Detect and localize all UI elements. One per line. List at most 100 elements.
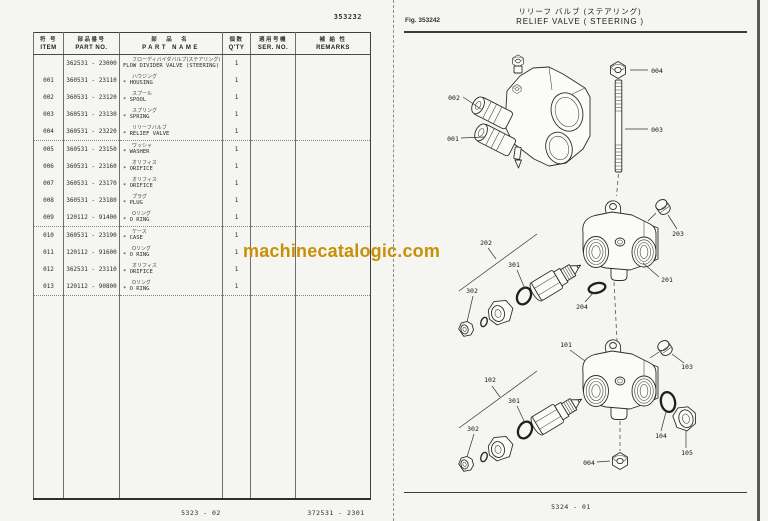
cell-qty: 1: [222, 209, 251, 227]
cell-part-no: 360531 - 23130: [63, 106, 120, 123]
cell-part-name: ワッシャ* WASHER: [119, 140, 223, 158]
parts-table: 符 号 ITEM 部品番号 PART NO. 部 品 名 PART NAME 個…: [33, 32, 371, 500]
cell-ser-no: [250, 158, 296, 175]
part-name-en: FLOW DIVIDER VALVE (STEERING): [123, 63, 220, 69]
part-name-jp: スプリング: [132, 108, 158, 114]
cell-part-name: ケース* CASE: [119, 226, 223, 244]
cell-remarks: [295, 278, 371, 296]
left-page-number: 353232: [333, 13, 362, 21]
cell-part-no: 360531 - 23160: [63, 158, 120, 175]
part-name-jp: ケース: [132, 229, 147, 235]
part-name-jp: オリフィス: [132, 177, 157, 183]
part-name-en: * O RING: [123, 217, 150, 223]
part-name-en: * SPRING: [123, 114, 150, 120]
cell-part-no: 120112 - 90800: [63, 278, 120, 296]
cell-part-name: オリフィス* ORIFICE: [119, 175, 223, 192]
cell-item: 005: [33, 140, 64, 158]
watermark: machinecatalogic.com: [243, 241, 441, 261]
fig-number: Fig. 353242: [405, 17, 441, 24]
cell-part-no: 360531 - 23170: [63, 175, 120, 192]
cell-part-no: 360531 - 23220: [63, 123, 120, 141]
cell-qty: 1: [222, 192, 251, 209]
part-callout: 302: [467, 425, 479, 433]
cell-qty: 1: [222, 226, 251, 244]
part-callout: 101: [560, 341, 572, 349]
left-footer-sheet-code: 5323 - 02: [181, 509, 221, 517]
callout-leaders: [460, 69, 687, 463]
part-callout: 001: [447, 135, 459, 143]
exploded-diagram: 0020010040032023013022042012031011031023…: [447, 54, 696, 474]
part-name-en: * CASE: [123, 235, 143, 241]
figure-title-jp: リリーフ バルブ (ステアリング): [518, 7, 642, 16]
col-header-remarks: 補 給 性 REMARKS: [295, 32, 371, 55]
cell-ser-no: [250, 106, 296, 123]
port-fitting-001: [474, 123, 516, 157]
cell-ser-no: [250, 72, 296, 89]
cell-part-name: オリフィス* ORIFICE: [119, 261, 223, 278]
part-name-en: * ORIFICE: [123, 183, 153, 189]
cell-item: 009: [33, 209, 64, 227]
part-name-en: * O RING: [123, 252, 150, 258]
cell-item: 013: [33, 278, 64, 296]
cell-item: 004: [33, 123, 64, 141]
cell-item: 010: [33, 226, 64, 244]
col-header-ser-no: 適用号機 SER. NO.: [250, 32, 296, 55]
cell-qty: 1: [222, 244, 251, 261]
part-name-en: * PLUG: [123, 200, 143, 206]
cell-part-name: プラグ* PLUG: [119, 192, 223, 209]
cell-item: 001: [33, 72, 64, 89]
part-name-en: * WASHER: [123, 149, 150, 155]
cell-remarks: [295, 192, 371, 209]
part-name-en: * O RING: [123, 286, 150, 292]
cell-part-name: Oリング* O RING: [119, 209, 223, 227]
part-name-jp: オリフィス: [132, 263, 157, 269]
cell-part-no: 120112 - 91600: [63, 244, 120, 261]
cell-part-no: 360531 - 23110: [63, 72, 120, 89]
title-rule: [404, 31, 747, 33]
part-callout: 105: [681, 449, 693, 457]
cell-part-name: スプリング* SPRING: [119, 106, 223, 123]
plug-105: [672, 406, 696, 432]
header-row: 符 号 ITEM 部品番号 PART NO. 部 品 名 PART NAME 個…: [33, 32, 371, 55]
col-header-part-name: 部 品 名 PART NAME: [119, 32, 223, 55]
cell-qty: 1: [222, 175, 251, 192]
col-header-qty: 個数 Q'TY: [222, 32, 251, 55]
cell-part-no: 362531 - 23110: [63, 261, 120, 278]
part-name-jp: Oリング: [132, 246, 151, 252]
col-header-item: 符 号 ITEM: [33, 32, 64, 55]
part-callout: 302: [466, 287, 478, 295]
cell-ser-no: [250, 261, 296, 278]
cell-part-name: スプール* SPOOL: [119, 89, 223, 106]
cell-ser-no: [250, 175, 296, 192]
part-callout: 003: [651, 126, 663, 134]
cell-ser-no: [250, 278, 296, 296]
cell-item: 011: [33, 244, 64, 261]
cell-remarks: [295, 226, 371, 244]
page-fold-line: [393, 0, 394, 521]
cell-remarks: [295, 123, 371, 141]
cell-part-name: ハウジング* HOUSING: [119, 72, 223, 89]
part-name-jp: フローディバイダバルブ(ステアリング): [132, 57, 221, 63]
part-callout: 201: [661, 276, 673, 284]
cell-ser-no: [250, 192, 296, 209]
cell-part-name: Oリング* O RING: [119, 278, 223, 296]
cell-remarks: [295, 106, 371, 123]
cell-qty: 1: [222, 140, 251, 158]
cell-remarks: [295, 158, 371, 175]
cell-qty: 1: [222, 106, 251, 123]
part-callout: 202: [480, 239, 492, 247]
cell-part-no: 360531 - 23180: [63, 192, 120, 209]
valve-assembly-figure: [471, 54, 591, 169]
